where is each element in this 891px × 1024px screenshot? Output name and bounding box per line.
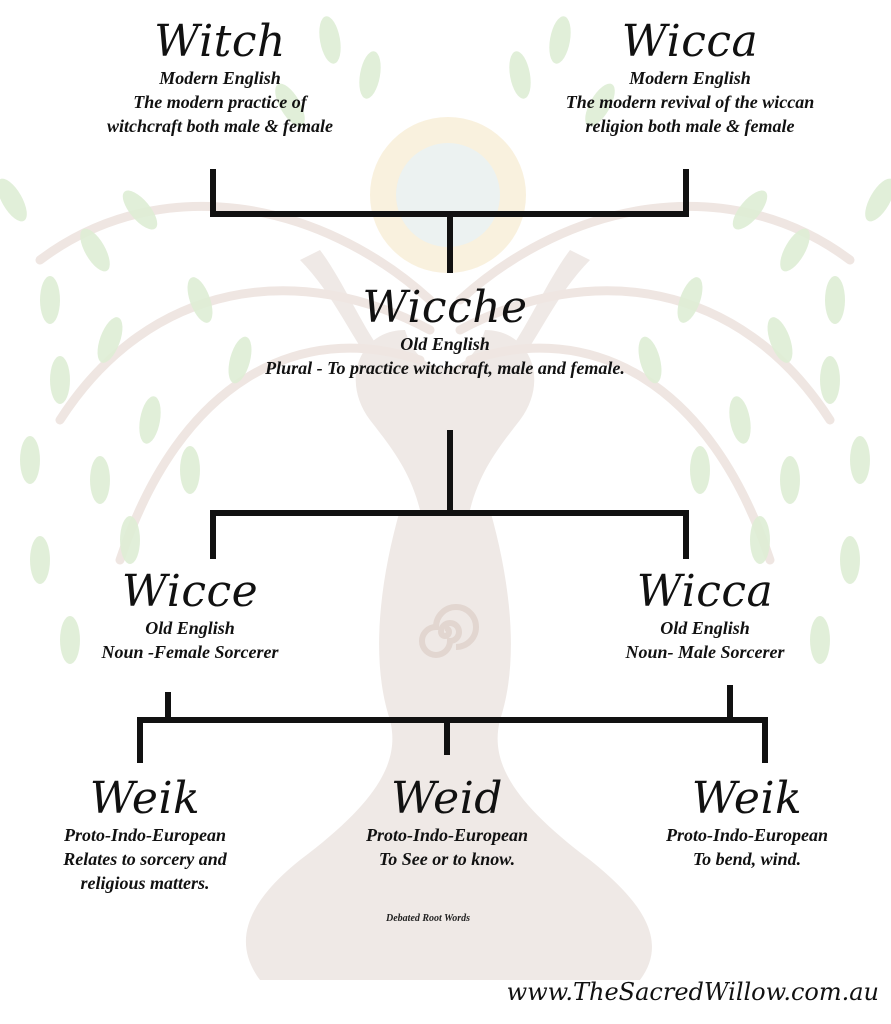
node-weik-bend: Weik Proto-Indo-European To bend, wind. (622, 775, 872, 871)
node-word: Wicce (121, 566, 259, 617)
node-word: Weid (391, 773, 503, 824)
node-word: Wicche (362, 282, 528, 333)
node-description: Relates to sorcery and religious matters… (63, 849, 227, 893)
node-word: Weik (89, 773, 201, 824)
node-wicca-old: Wicca Old English Noun- Male Sorcerer (580, 568, 830, 664)
website-url: www.TheSacredWillow.com.au (506, 978, 879, 1006)
node-description: To bend, wind. (692, 849, 802, 869)
node-wicce: Wicce Old English Noun -Female Sorcerer (60, 568, 320, 664)
node-description: Noun -Female Sorcerer (101, 642, 279, 662)
connector-wicce-wicca (210, 510, 689, 559)
node-language: Proto-Indo-European (63, 825, 227, 845)
node-word: Wicca (621, 16, 759, 67)
node-language: Proto-Indo-European (665, 825, 829, 845)
node-language: Modern English (159, 68, 281, 88)
node-language: Old English (145, 618, 235, 638)
node-language: Old English (400, 334, 490, 354)
node-wicca-modern: Wicca Modern English The modern revival … (565, 18, 815, 138)
sun-icon (370, 117, 526, 273)
node-word: Weik (691, 773, 803, 824)
node-word: Wicca (636, 566, 774, 617)
node-description: The modern practice of witchcraft both m… (107, 92, 333, 136)
node-word: Witch (154, 16, 286, 67)
willow-branches (35, 201, 855, 565)
node-language: Proto-Indo-European (365, 825, 529, 845)
node-language: Old English (660, 618, 750, 638)
node-language: Modern English (629, 68, 751, 88)
node-witch: Witch Modern English The modern practice… (95, 18, 345, 138)
connector-bottom-bar (137, 717, 768, 763)
node-description: Noun- Male Sorcerer (625, 642, 785, 662)
node-description: Plural - To practice witchcraft, male an… (265, 358, 625, 378)
spiral-icon (419, 604, 479, 658)
node-wicche: Wicche Old English Plural - To practice … (260, 284, 630, 380)
node-description: To See or to know. (378, 849, 516, 869)
node-weik-sorcery: Weik Proto-Indo-European Relates to sorc… (20, 775, 270, 895)
connector-witch-wicca (210, 169, 689, 217)
debated-root-words-note: Debated Root Words (386, 913, 471, 924)
node-description: The modern revival of the wiccan religio… (565, 92, 815, 136)
node-weid: Weid Proto-Indo-European To See or to kn… (322, 775, 572, 871)
willow-leaves (0, 16, 891, 664)
